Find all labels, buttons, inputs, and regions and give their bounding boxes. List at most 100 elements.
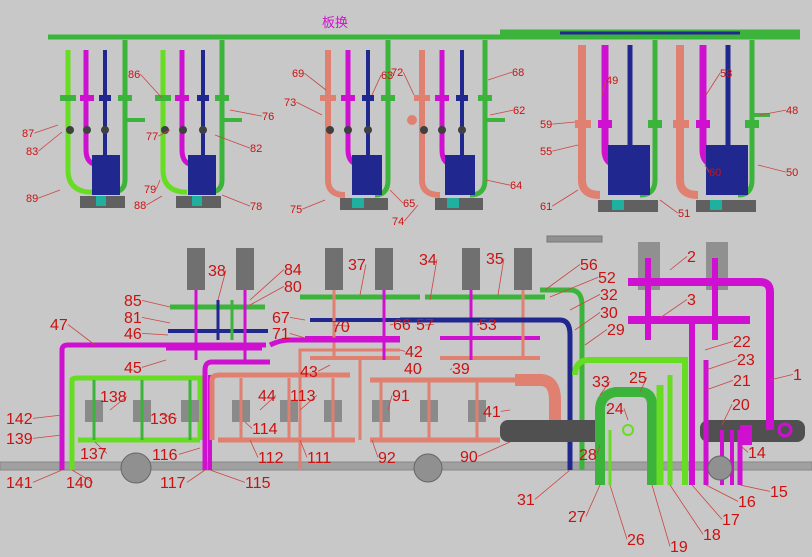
callout-number: 44 [258, 388, 276, 405]
callout-number: 45 [124, 360, 142, 377]
callout-number: 90 [460, 449, 478, 466]
callout-leader-line [244, 421, 253, 429]
callout-number: 89 [26, 193, 38, 205]
callout-23: 23 [705, 352, 755, 371]
callout-leader-line [140, 73, 163, 99]
callout-number: 30 [600, 305, 618, 322]
callout-leader-line [159, 413, 177, 419]
callout-leader-line [141, 359, 167, 368]
callout-84: 84 [249, 262, 302, 301]
callout-leader-line [705, 72, 721, 96]
right-salmon-group [370, 374, 561, 443]
callout-number: 43 [300, 364, 318, 381]
callout-number: 73 [284, 97, 296, 109]
callout-leader-line [387, 395, 393, 411]
callout-57: 57 [416, 317, 434, 334]
callout-leader-line [371, 439, 379, 458]
callout-leader-line [477, 441, 511, 457]
callout-leader-line [289, 317, 306, 321]
callout-leader-line [299, 439, 308, 458]
callout-number: 52 [598, 270, 616, 287]
callout-leader-line [476, 324, 480, 326]
top-unit-4 [407, 40, 505, 210]
callout-number: 141 [6, 475, 33, 492]
callout-leader-line [609, 484, 628, 540]
callout-number: 1 [793, 367, 802, 384]
top-unit-5 [575, 40, 662, 212]
callout-34: 34 [419, 252, 438, 301]
callout-number: 79 [144, 184, 156, 196]
callout-leader-line [214, 134, 251, 149]
callout-number: 21 [733, 373, 751, 390]
callout-28: 28 [579, 444, 601, 464]
callout-number: 88 [134, 200, 146, 212]
top-header-pipe [48, 29, 800, 40]
callout-leader-line [155, 179, 161, 190]
top-unit-2 [155, 40, 242, 208]
callout-3: 3 [659, 292, 696, 319]
callout-leader-line [544, 264, 581, 291]
callout-number: 142 [6, 411, 33, 428]
callout-138: 138 [100, 389, 128, 411]
callout-89: 89 [26, 189, 61, 205]
callout-leader-line [296, 101, 323, 116]
callout-52: 52 [549, 270, 616, 298]
callout-number: 92 [378, 450, 396, 467]
callout-leader-line [158, 129, 171, 137]
callout-leader-line [651, 484, 671, 547]
callout-35: 35 [486, 251, 505, 296]
callout-21: 21 [705, 373, 751, 391]
callout-number: 64 [510, 180, 522, 192]
callout-leader-line [552, 189, 579, 207]
callout-leader-line [359, 264, 367, 296]
callout-86: 86 [128, 69, 163, 99]
callout-leader-line [639, 377, 648, 393]
callout-62: 62 [489, 105, 525, 117]
callout-leader-line [34, 124, 59, 134]
top-unit-3 [320, 40, 395, 210]
callout-number: 60 [709, 167, 721, 179]
callout-40: 40 [404, 361, 423, 378]
callout-72: 72 [391, 67, 415, 96]
middle-manifolds [268, 287, 585, 470]
callout-number: 116 [152, 447, 178, 464]
callout-leader-line [757, 164, 787, 173]
callout-42: 42 [399, 344, 423, 361]
callout-53: 53 [476, 317, 497, 334]
callout-142: 142 [6, 411, 63, 428]
callout-77: 77 [146, 129, 171, 143]
callout-leader-line [485, 179, 511, 186]
callout-leader-line [500, 409, 511, 412]
callout-87: 87 [22, 124, 59, 140]
callout-68: 68 [487, 67, 524, 81]
callout-number: 2 [687, 249, 696, 266]
callout-number: 71 [272, 326, 290, 343]
callout-number: 51 [678, 208, 690, 220]
callout-leader-line [487, 71, 513, 81]
callout-63: 63 [371, 70, 393, 96]
callout-leader-line [601, 80, 607, 96]
callout-number: 28 [579, 447, 597, 464]
callout-leader-line [141, 333, 169, 336]
callout-82: 82 [214, 134, 262, 155]
callout-leader-line [759, 109, 787, 116]
callout-leader-line [71, 469, 94, 483]
callout-leader-line [705, 359, 738, 371]
callout-number: 39 [452, 361, 470, 378]
callout-leader-line [371, 74, 382, 96]
callout-number: 23 [737, 352, 755, 369]
callout-29: 29 [584, 322, 625, 346]
callout-85: 85 [124, 293, 171, 310]
callout-leader-line [186, 469, 206, 483]
callout-number: 46 [124, 326, 142, 343]
callout-number: 137 [80, 446, 107, 463]
callout-44: 44 [258, 388, 277, 411]
callout-number: 24 [606, 401, 624, 418]
callout-43: 43 [300, 364, 331, 381]
callout-number: 77 [146, 131, 158, 143]
callout-137: 137 [80, 441, 108, 463]
callout-number: 33 [592, 374, 610, 391]
callout-number: 61 [540, 201, 552, 213]
callout-41: 41 [483, 404, 511, 421]
